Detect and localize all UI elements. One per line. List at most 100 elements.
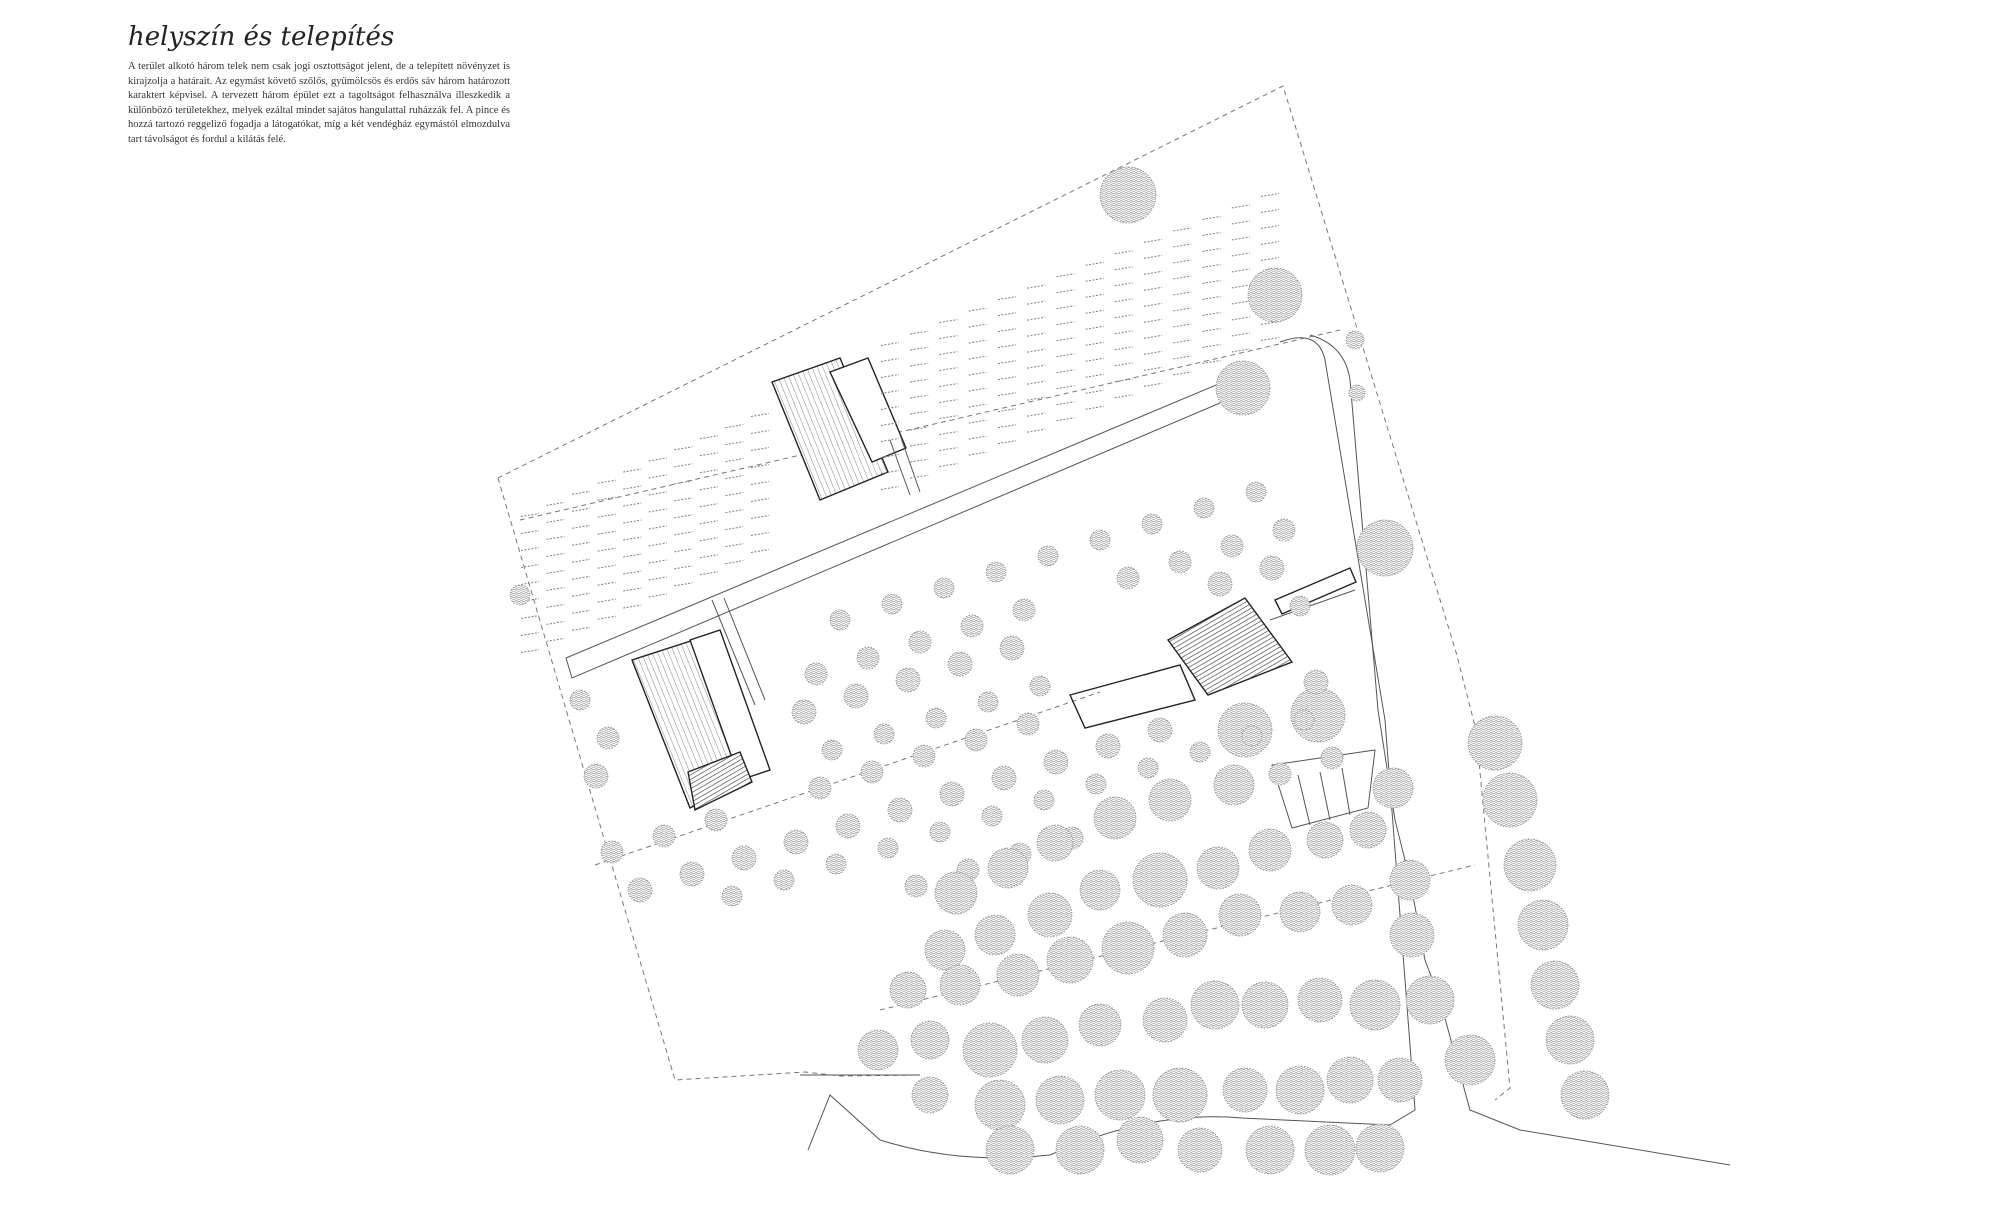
vine-row [520, 546, 540, 552]
vine-row [1085, 405, 1104, 410]
tree [1297, 977, 1343, 1023]
vine-row [1114, 378, 1133, 383]
vine-row [1173, 291, 1192, 296]
tree [924, 929, 966, 971]
tree [939, 964, 981, 1006]
vine-row [1231, 252, 1250, 257]
tree [596, 726, 620, 750]
tree [1377, 1057, 1423, 1103]
tree [1193, 497, 1215, 519]
vine-row [623, 485, 642, 490]
tree [808, 776, 832, 800]
vine-row [674, 531, 693, 536]
vine-row [910, 330, 929, 335]
vine-row [597, 564, 616, 569]
vine-row [880, 469, 900, 475]
vine-row [750, 412, 770, 418]
vine-row [699, 571, 718, 576]
tree [1036, 824, 1074, 862]
guesthouse-upper [771, 357, 921, 501]
tree [1517, 899, 1569, 951]
vine-row [1143, 302, 1163, 307]
tree [881, 593, 903, 615]
tree [1099, 166, 1157, 224]
vine-row [968, 419, 987, 424]
tree [856, 646, 880, 670]
vine-row [699, 520, 718, 525]
tree [1162, 912, 1208, 958]
vine-row [1114, 330, 1133, 335]
vine-row [623, 587, 642, 592]
vine-row [1173, 323, 1192, 328]
tree [1279, 891, 1321, 933]
tree [895, 667, 921, 693]
vine-row [674, 514, 693, 519]
vine-row [1027, 428, 1046, 433]
vine-row [1085, 389, 1104, 394]
vine-row [648, 491, 667, 496]
vine-row [1202, 215, 1221, 220]
vine-row [623, 502, 642, 507]
vine-row [997, 376, 1017, 381]
vine-row [997, 424, 1017, 429]
vine-row [997, 328, 1017, 333]
vine-row [1114, 362, 1133, 367]
tree [773, 869, 795, 891]
vine-row [939, 463, 958, 468]
tree [1152, 1067, 1208, 1123]
vine-row [910, 378, 929, 383]
vine-row [699, 469, 718, 474]
tree [825, 853, 847, 875]
vine-row [997, 360, 1017, 365]
tree [960, 614, 984, 638]
tree [977, 691, 999, 713]
vine-row [572, 558, 591, 563]
vine-row [725, 424, 744, 429]
vine-row [1027, 396, 1046, 401]
vine-row [1143, 382, 1163, 387]
vine-row [1085, 309, 1104, 314]
tree [910, 1020, 950, 1060]
vine-row [1173, 355, 1192, 360]
vine-row [520, 648, 540, 654]
vine-row [648, 474, 667, 479]
vine-row [910, 346, 929, 351]
tree [1213, 764, 1255, 806]
tree [652, 824, 676, 848]
tree [999, 635, 1025, 661]
tree [985, 1125, 1035, 1175]
vine-row [1231, 316, 1250, 321]
sheet-description: A terület alkotó három telek nem csak jo… [128, 61, 510, 145]
vine-row [520, 563, 540, 569]
vine-row [597, 479, 616, 484]
tree [829, 609, 851, 631]
tree [1289, 595, 1311, 617]
vine-row [910, 426, 929, 431]
tree [1037, 545, 1059, 567]
vine-row [1231, 204, 1250, 209]
tree [1245, 1125, 1295, 1175]
vine-row [939, 415, 958, 420]
vine-row [623, 604, 642, 609]
vine-row [1056, 289, 1075, 294]
tree [1027, 892, 1073, 938]
trees [509, 166, 1610, 1176]
vine-row [699, 537, 718, 542]
vine-row [1143, 318, 1163, 323]
tree [1349, 979, 1401, 1031]
tree [1304, 1124, 1356, 1176]
vine-row [572, 541, 591, 546]
vine-row [699, 435, 718, 440]
vine-row [939, 383, 958, 388]
vine-row [910, 442, 929, 447]
vine-row [623, 519, 642, 524]
vine-row [968, 339, 987, 344]
vine-row [880, 373, 900, 379]
vine-row [623, 570, 642, 575]
sheet-title: helyszín és telepítés [128, 22, 395, 52]
tree [964, 728, 988, 752]
vine-row [1231, 300, 1250, 305]
vine-row [1143, 286, 1163, 291]
vineyard-rows [520, 192, 1280, 654]
vine-row [572, 592, 591, 597]
